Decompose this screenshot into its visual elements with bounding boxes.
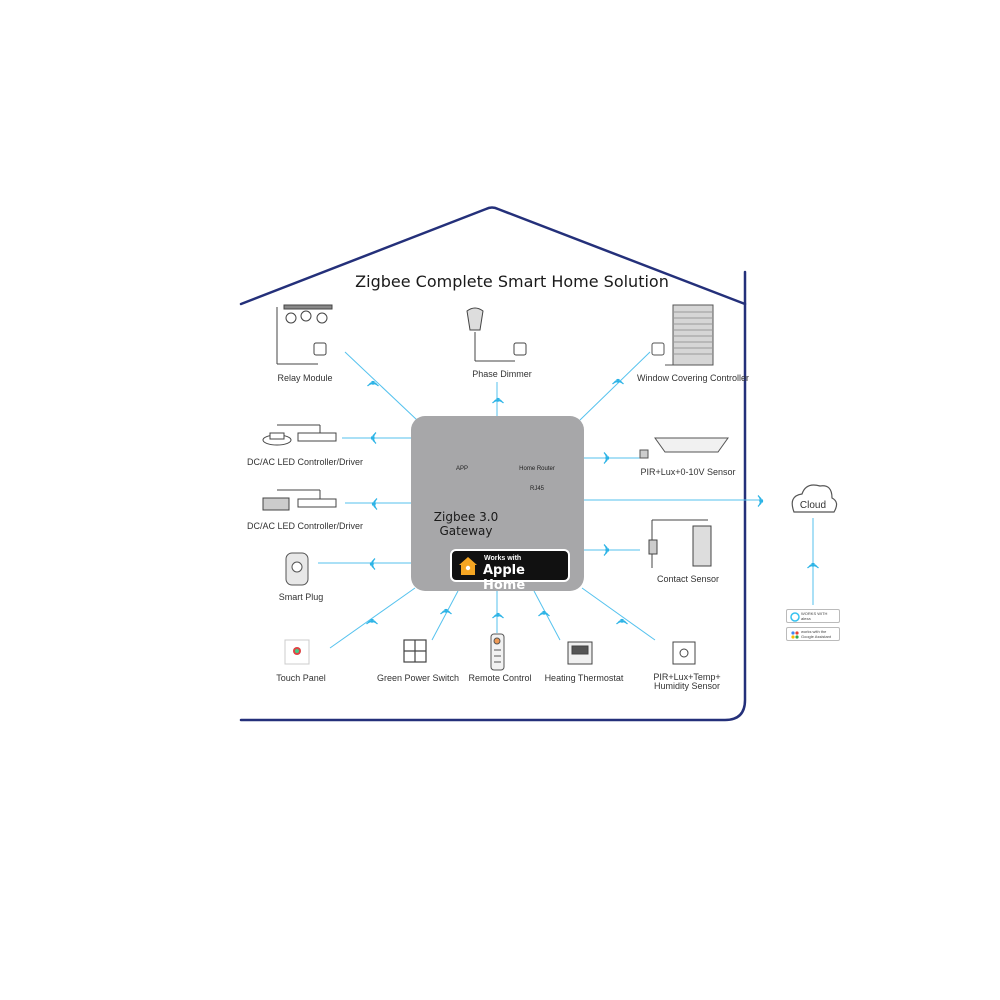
apple-home-badge: Works with Apple Home	[450, 549, 570, 593]
device-label-heating-thermostat: Heating Thermostat	[544, 673, 624, 683]
door-contact-icon	[648, 519, 712, 568]
house-outline	[239, 206, 747, 722]
thermostat-icon	[567, 641, 593, 665]
device-label-pir-010v: PIR+Lux+0-10V Sensor	[640, 467, 736, 477]
rj45-label: RJ45	[529, 486, 545, 492]
connection-lines	[318, 351, 814, 649]
led-bulb-icon	[466, 307, 527, 362]
device-label-touch-panel: Touch Panel	[276, 673, 326, 683]
alexa-badge: WORKS WITH alexa	[786, 609, 840, 623]
google-badge-text: works with the Google Assistant	[801, 629, 832, 639]
app-label: APP	[455, 466, 469, 472]
led-panel-sensor-icon	[639, 437, 729, 459]
apple-badge-big: Apple Home	[483, 563, 526, 593]
device-label-smart-plug: Smart Plug	[278, 592, 324, 602]
device-label-contact-sensor: Contact Sensor	[656, 574, 720, 584]
gateway-label: Zigbee 3.0 Gateway	[433, 510, 499, 538]
device-label-green-power-switch: Green Power Switch	[376, 673, 460, 683]
google-assistant-icon	[791, 631, 799, 639]
downlight-driver-icon	[262, 424, 337, 446]
router-label: Home Router	[519, 466, 555, 472]
window-blind-icon	[651, 304, 714, 366]
multi-sensor-icon	[672, 641, 696, 665]
remote-control-icon	[490, 633, 505, 671]
device-label-phase-dimmer: Phase Dimmer	[472, 369, 532, 379]
device-label-window-covering: Window Covering Controller	[636, 373, 750, 383]
device-label-led-driver-1: DC/AC LED Controller/Driver	[246, 457, 364, 467]
wall-switch-icon	[403, 639, 427, 663]
device-label-relay-module: Relay Module	[277, 373, 333, 383]
device-label-led-driver-2: DC/AC LED Controller/Driver	[246, 521, 364, 531]
diagram-title: Zigbee Complete Smart Home Solution	[355, 272, 669, 291]
google-assistant-badge: works with the Google Assistant	[786, 627, 840, 641]
apple-badge-small: Works with	[484, 555, 522, 562]
cloud-icon	[791, 484, 838, 513]
smart-plug-icon	[285, 552, 309, 586]
alexa-badge-text: WORKS WITH alexa	[801, 611, 828, 621]
home-icon	[459, 557, 477, 575]
led-strip-driver-icon	[262, 489, 337, 511]
cloud-label: Cloud	[799, 500, 827, 511]
device-label-multi-sensor: PIR+Lux+Temp+ Humidity Sensor	[653, 672, 721, 691]
device-label-remote-control: Remote Control	[468, 673, 532, 683]
track-spotlights-icon	[276, 304, 333, 365]
touch-panel-icon	[284, 639, 310, 665]
alexa-icon	[790, 612, 800, 622]
